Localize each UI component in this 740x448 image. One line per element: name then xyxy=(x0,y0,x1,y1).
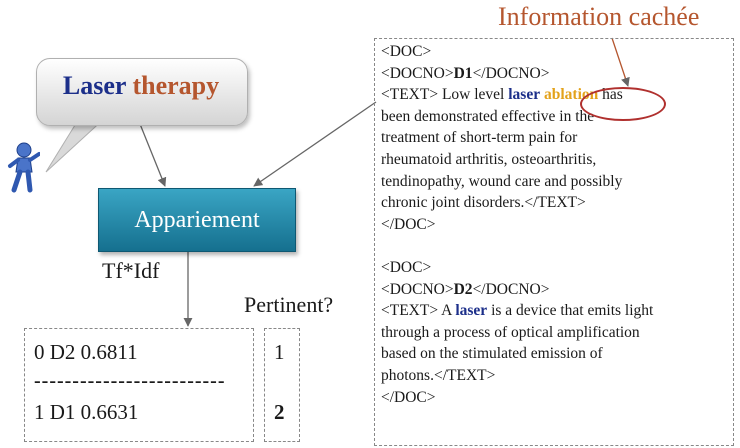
doc2-open-tag: <DOC> xyxy=(381,258,432,276)
doc1-close-tag: </DOC> xyxy=(381,215,436,233)
doc2-close-tag: </DOC> xyxy=(381,388,436,406)
arrow-query-to-matching xyxy=(139,123,167,187)
matching-box: Appariement xyxy=(98,188,296,252)
method-label: Tf*Idf xyxy=(102,258,160,283)
doc2-keyword-laser: laser xyxy=(455,302,488,320)
doc1-text-line-3: treatment of short-term pain for xyxy=(381,129,578,147)
doc1-text-line-1: <TEXT> Low level laser ablation has xyxy=(381,86,623,104)
document-collection: <DOC> <DOCNO>D1</DOCNO> <TEXT> Low level… xyxy=(374,38,734,446)
doc1-text-line-2: been demonstrated effective in the xyxy=(381,107,595,125)
hidden-information-label: Information cachée xyxy=(498,2,700,31)
doc1-open-tag: <DOC> xyxy=(381,43,432,60)
arrow-hidden-info-to-keyword xyxy=(611,37,630,87)
hidden-keyword-highlight xyxy=(580,87,666,121)
result-separator: ------------------------- xyxy=(34,370,226,392)
user-figure-icon xyxy=(8,142,40,193)
doc1-keyword-laser: laser xyxy=(508,86,541,104)
query-word-therapy: therapy xyxy=(132,71,220,100)
doc2-text-line-3: based on the stimulated emission of xyxy=(381,345,603,363)
doc1-id: D1 xyxy=(453,64,473,82)
arrow-document-to-matching xyxy=(253,101,377,187)
doc1-docno-line: <DOCNO>D1</DOCNO> xyxy=(381,64,550,82)
doc1-text-line-6: chronic joint disorders.</TEXT> xyxy=(381,194,586,212)
doc2-text-line-4: photons.</TEXT> xyxy=(381,366,496,384)
doc2-text-line-1: <TEXT> A laser is a device that emits li… xyxy=(381,302,654,320)
doc2-id: D2 xyxy=(453,280,473,298)
relevance-box xyxy=(264,328,300,442)
doc1-text-line-4: rheumatoid arthritis, osteoarthritis, xyxy=(381,150,597,168)
relevance-header: Pertinent? xyxy=(244,292,334,317)
doc2-text-line-2: through a process of optical amplificati… xyxy=(381,323,640,341)
matching-label: Appariement xyxy=(134,206,260,233)
doc1-text-line-5: tendinopathy, wound care and possibly xyxy=(381,172,623,190)
relevance-value-1: 1 xyxy=(274,340,285,364)
result-row-1: 0 D2 0.6811 xyxy=(34,340,138,364)
results-box xyxy=(24,328,254,442)
relevance-value-2: 2 xyxy=(274,400,285,424)
query-word-laser: Laser xyxy=(62,71,126,100)
doc2-docno-line: <DOCNO>D2</DOCNO> xyxy=(381,280,550,298)
query-text: Laser therapy xyxy=(36,71,246,101)
query-bubble xyxy=(36,58,248,126)
result-row-2: 1 D1 0.6631 xyxy=(34,400,139,424)
